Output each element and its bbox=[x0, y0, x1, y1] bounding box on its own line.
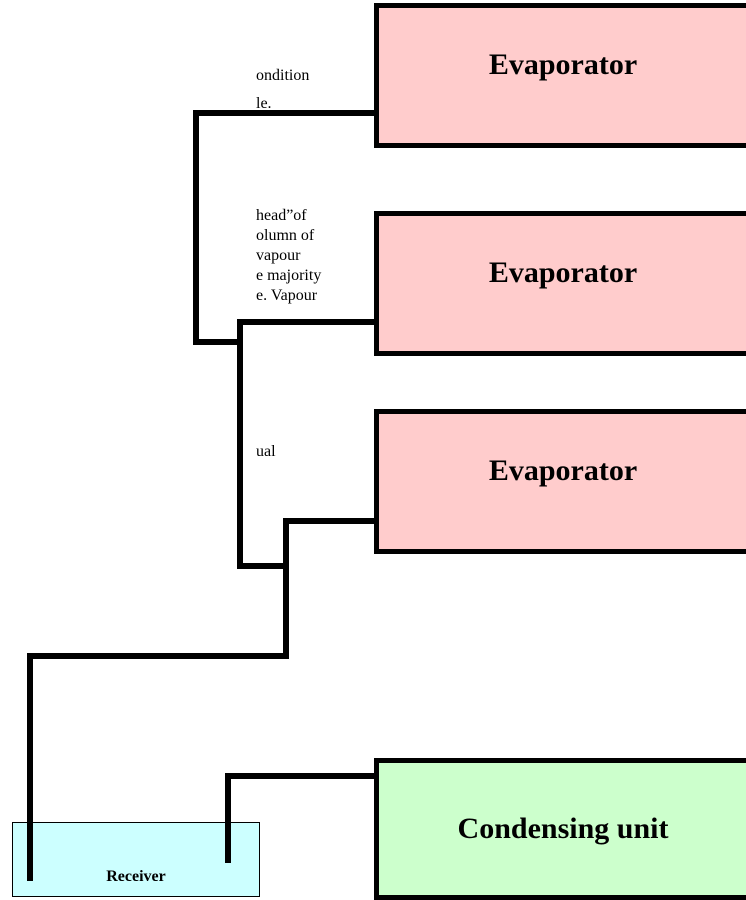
receiver-label: Receiver bbox=[106, 867, 166, 885]
text-fragment: ual bbox=[256, 443, 276, 460]
receiver-box: Receiver bbox=[12, 822, 260, 897]
pipe-evaporator-1 bbox=[193, 110, 383, 345]
text-fragment: e. Vapour bbox=[256, 287, 318, 304]
pipe-evaporator-2 bbox=[237, 319, 383, 569]
evaporator-label: Evaporator bbox=[488, 256, 638, 289]
pipe-evaporator-3 bbox=[27, 518, 383, 881]
text-fragment: le. bbox=[256, 95, 272, 112]
condensing-unit-box: Condensing unit bbox=[374, 758, 746, 900]
condensing-unit-label: Condensing unit bbox=[457, 812, 669, 845]
evaporator-box: Evaporator bbox=[374, 409, 746, 554]
text-fragment: vapour bbox=[256, 247, 301, 264]
text-fragment: head”of bbox=[256, 207, 307, 224]
text-fragment: e majority bbox=[256, 267, 322, 284]
evaporator-label: Evaporator bbox=[488, 454, 638, 487]
evaporator-box: Evaporator bbox=[374, 3, 746, 148]
text-fragment: olumn of bbox=[256, 227, 315, 244]
evaporator-label: Evaporator bbox=[488, 48, 638, 81]
text-fragment: ondition bbox=[256, 67, 310, 84]
evaporator-box: Evaporator bbox=[374, 211, 746, 356]
